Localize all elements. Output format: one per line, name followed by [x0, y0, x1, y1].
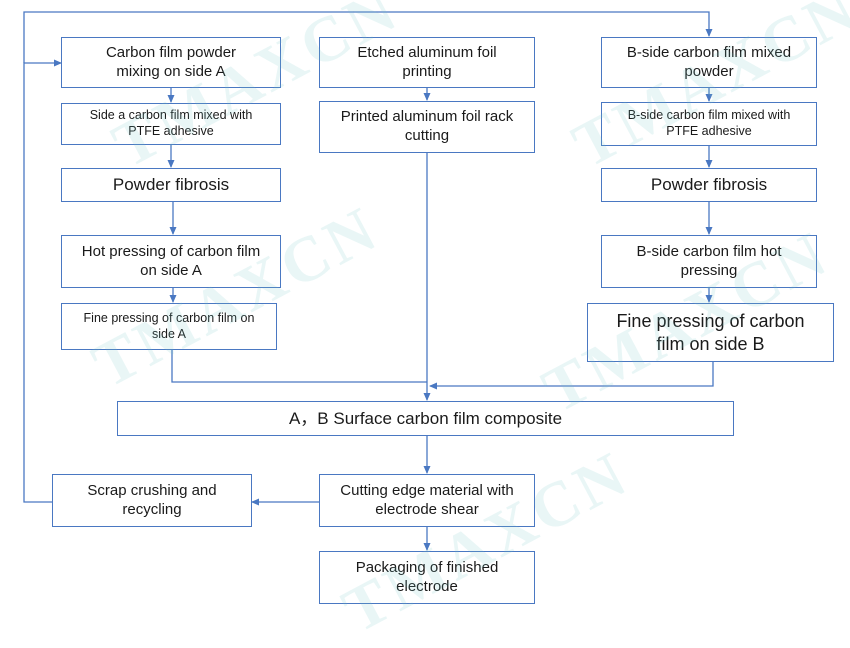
- box-line: Scrap crushing and: [87, 481, 217, 499]
- box-line: pressing: [680, 261, 738, 279]
- box-line: powder: [684, 62, 734, 80]
- box-side-a-ptfe-mixing: Side a carbon film mixed with PTFE adhes…: [61, 103, 281, 145]
- connector-layer: [23, 11, 714, 551]
- box-surface-composite: A，B Surface carbon film composite: [117, 401, 734, 436]
- box-line: Etched aluminum foil: [357, 43, 497, 61]
- box-packaging-finished-electrode: Packaging of finished electrode: [319, 551, 535, 604]
- box-line: Cutting edge material with: [340, 481, 514, 499]
- box-line: Fine pressing of carbon: [616, 311, 805, 331]
- box-line: Fine pressing of carbon film on: [83, 310, 255, 325]
- box-side-a-powder-fibrosis: Powder fibrosis: [61, 168, 281, 202]
- box-line: PTFE adhesive: [128, 124, 214, 138]
- process-flow-diagram: Carbon film powder mixing on side A Side…: [23, 0, 850, 646]
- box-line: mixing on side A: [116, 62, 226, 80]
- box-line: Powder fibrosis: [112, 175, 230, 195]
- box-line: Carbon film powder: [105, 43, 237, 61]
- box-side-b-powder-mixing: B-side carbon film mixed powder: [601, 37, 817, 88]
- box-line: electrode: [396, 577, 458, 595]
- box-foil-rack-cutting: Printed aluminum foil rack cutting: [319, 101, 535, 153]
- box-line: side A: [151, 326, 187, 341]
- box-line: Side a carbon film mixed with: [89, 108, 253, 123]
- box-cutting-edge-material: Cutting edge material with electrode she…: [319, 474, 535, 527]
- box-side-a-fine-pressing: Fine pressing of carbon film on side A: [61, 303, 277, 350]
- box-line: Packaging of finished: [355, 558, 499, 576]
- box-scrap-recycling: Scrap crushing and recycling: [52, 474, 252, 527]
- arrow-b-fine-to-merge: [429, 362, 714, 390]
- box-line: electrode shear: [375, 500, 479, 518]
- box-side-b-ptfe-mixing: B-side carbon film mixed with PTFE adhes…: [601, 102, 817, 146]
- box-side-b-hot-pressing: B-side carbon film hot pressing: [601, 235, 817, 288]
- box-line: cutting: [404, 127, 450, 144]
- box-line: Printed aluminum foil rack: [340, 108, 514, 126]
- box-line: Hot pressing of carbon film: [81, 242, 261, 260]
- box-line: printing: [402, 62, 452, 80]
- box-line: film on side B: [656, 333, 765, 354]
- box-line: Powder fibrosis: [650, 175, 768, 195]
- box-line: B-side carbon film hot: [636, 242, 782, 260]
- box-line: recycling: [122, 500, 182, 518]
- box-side-a-powder-mixing: Carbon film powder mixing on side A: [61, 37, 281, 88]
- arrow-recycle-loop-to-b-mix: [23, 11, 713, 63]
- box-etched-foil-printing: Etched aluminum foil printing: [319, 37, 535, 88]
- box-line: PTFE adhesive: [666, 124, 752, 138]
- box-line: on side A: [140, 261, 202, 279]
- arrow-recycle-loop-to-a-mix: [23, 59, 62, 503]
- box-side-a-hot-pressing: Hot pressing of carbon film on side A: [61, 235, 281, 288]
- box-side-b-fine-pressing: Fine pressing of carbon film on side B: [587, 303, 834, 362]
- box-line: B-side carbon film mixed: [626, 43, 792, 61]
- arrow-a-fine-to-merge: [171, 350, 427, 383]
- box-side-b-powder-fibrosis: Powder fibrosis: [601, 168, 817, 202]
- box-line: B-side carbon film mixed with: [627, 108, 791, 123]
- box-line: A，B Surface carbon film composite: [288, 408, 563, 428]
